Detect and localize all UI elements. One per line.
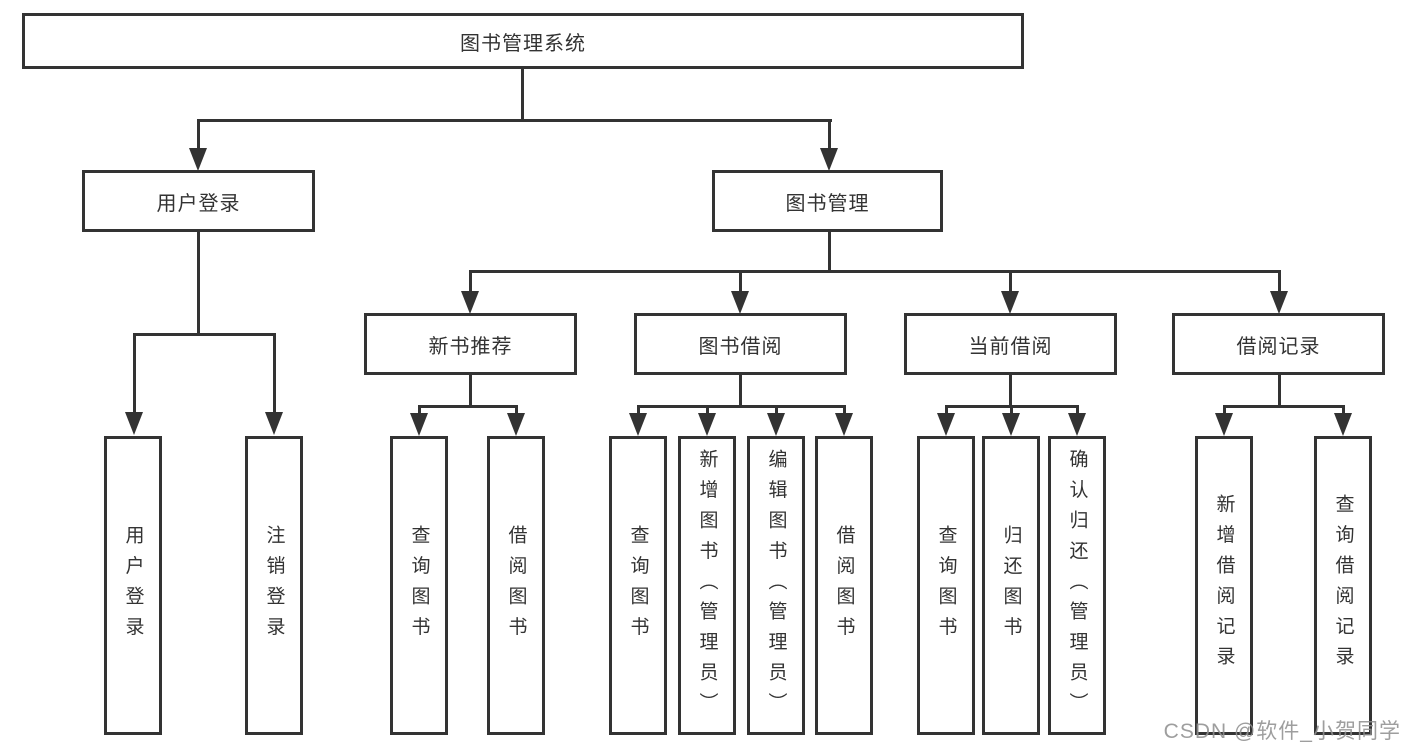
connector-line: [418, 405, 421, 416]
leaf-query-books-current: 查询图书: [917, 436, 975, 735]
leaf-user-login: 用户登录: [104, 436, 162, 735]
connector-line: [945, 405, 948, 416]
node-book-management: 图书管理: [712, 170, 943, 232]
connector-line: [706, 405, 709, 416]
arrow-down-icon: [698, 413, 716, 436]
connector-line: [133, 333, 136, 413]
arrow-down-icon: [820, 148, 838, 171]
arrow-down-icon: [1215, 413, 1233, 436]
connector-line: [133, 333, 276, 336]
connector-line: [1278, 270, 1281, 293]
connector-line: [1223, 405, 1226, 416]
arrow-down-icon: [937, 413, 955, 436]
node-borrow-records: 借阅记录: [1172, 313, 1385, 375]
leaf-logout-login: 注销登录: [245, 436, 303, 735]
node-new-book-recommend: 新书推荐: [364, 313, 577, 375]
node-label: 当前借阅: [968, 335, 1053, 358]
arrow-down-icon: [507, 413, 525, 436]
arrow-down-icon: [265, 412, 283, 435]
leaf-borrow-books-recommend: 借阅图书: [487, 436, 545, 735]
connector-line: [828, 119, 831, 149]
node-label: 编辑图书（管理员）: [765, 448, 787, 723]
connector-line: [1342, 405, 1345, 416]
connector-line: [1223, 405, 1345, 408]
arrow-down-icon: [1334, 413, 1352, 436]
node-label: 借阅图书: [505, 524, 527, 647]
node-label: 新书推荐: [428, 335, 513, 358]
connector-line: [1009, 270, 1012, 293]
leaf-return-books: 归还图书: [982, 436, 1040, 735]
node-label: 归还图书: [1000, 524, 1022, 647]
arrow-down-icon: [1001, 291, 1019, 314]
leaf-query-books-recommend: 查询图书: [390, 436, 448, 735]
leaf-confirm-return-admin: 确认归还（管理员）: [1048, 436, 1106, 735]
connector-line: [273, 333, 276, 413]
arrow-down-icon: [1002, 413, 1020, 436]
connector-line: [469, 270, 472, 293]
leaf-borrow-books-borrow: 借阅图书: [815, 436, 873, 735]
node-label: 查询图书: [408, 524, 430, 647]
connector-line: [739, 270, 742, 293]
connector-line: [637, 405, 640, 416]
connector-line: [828, 232, 831, 273]
node-user-login: 用户登录: [82, 170, 315, 232]
connector-line: [418, 405, 518, 408]
node-label: 图书借阅: [698, 335, 783, 358]
node-label: 注销登录: [263, 524, 285, 647]
connector-line: [1278, 375, 1281, 407]
leaf-add-book-admin: 新增图书（管理员）: [678, 436, 736, 735]
node-book-borrow: 图书借阅: [634, 313, 847, 375]
connector-line: [1010, 405, 1013, 416]
arrow-down-icon: [410, 413, 428, 436]
arrow-down-icon: [731, 291, 749, 314]
connector-line: [1076, 405, 1079, 416]
node-current-borrow: 当前借阅: [904, 313, 1117, 375]
leaf-edit-book-admin: 编辑图书（管理员）: [747, 436, 805, 735]
leaf-add-borrow-record: 新增借阅记录: [1195, 436, 1253, 735]
arrow-down-icon: [1068, 413, 1086, 436]
node-label: 新增图书（管理员）: [696, 448, 718, 723]
node-label: 图书管理: [785, 192, 870, 215]
connector-line: [469, 270, 1281, 273]
arrow-down-icon: [189, 148, 207, 171]
connector-line: [637, 405, 846, 408]
connector-line: [1009, 375, 1012, 407]
csdn-watermark: CSDN @软件_小贺同学: [1163, 720, 1401, 743]
connector-line: [515, 405, 518, 416]
node-label: 查询图书: [627, 524, 649, 647]
connector-line: [197, 119, 200, 149]
arrow-down-icon: [629, 413, 647, 436]
connector-line: [197, 119, 832, 122]
node-label: 查询图书: [935, 524, 957, 647]
arrow-down-icon: [835, 413, 853, 436]
connector-line: [843, 405, 846, 416]
leaf-query-borrow-record: 查询借阅记录: [1314, 436, 1372, 735]
node-label: 借阅图书: [833, 524, 855, 647]
node-label: 借阅记录: [1236, 335, 1321, 358]
node-label: 用户登录: [156, 192, 241, 215]
connector-line: [197, 232, 200, 335]
node-label: 图书管理系统: [460, 32, 586, 55]
arrow-down-icon: [1270, 291, 1288, 314]
node-label: 查询借阅记录: [1332, 494, 1354, 677]
connector-line: [775, 405, 778, 416]
leaf-query-books-borrow: 查询图书: [609, 436, 667, 735]
connector-line: [739, 375, 742, 407]
node-label: 新增借阅记录: [1213, 494, 1235, 677]
node-label: 确认归还（管理员）: [1066, 448, 1088, 723]
arrow-down-icon: [767, 413, 785, 436]
connector-line: [521, 69, 524, 121]
arrow-down-icon: [461, 291, 479, 314]
node-label: 用户登录: [122, 524, 144, 647]
arrow-down-icon: [125, 412, 143, 435]
node-library-system: 图书管理系统: [22, 13, 1024, 69]
connector-line: [469, 375, 472, 407]
